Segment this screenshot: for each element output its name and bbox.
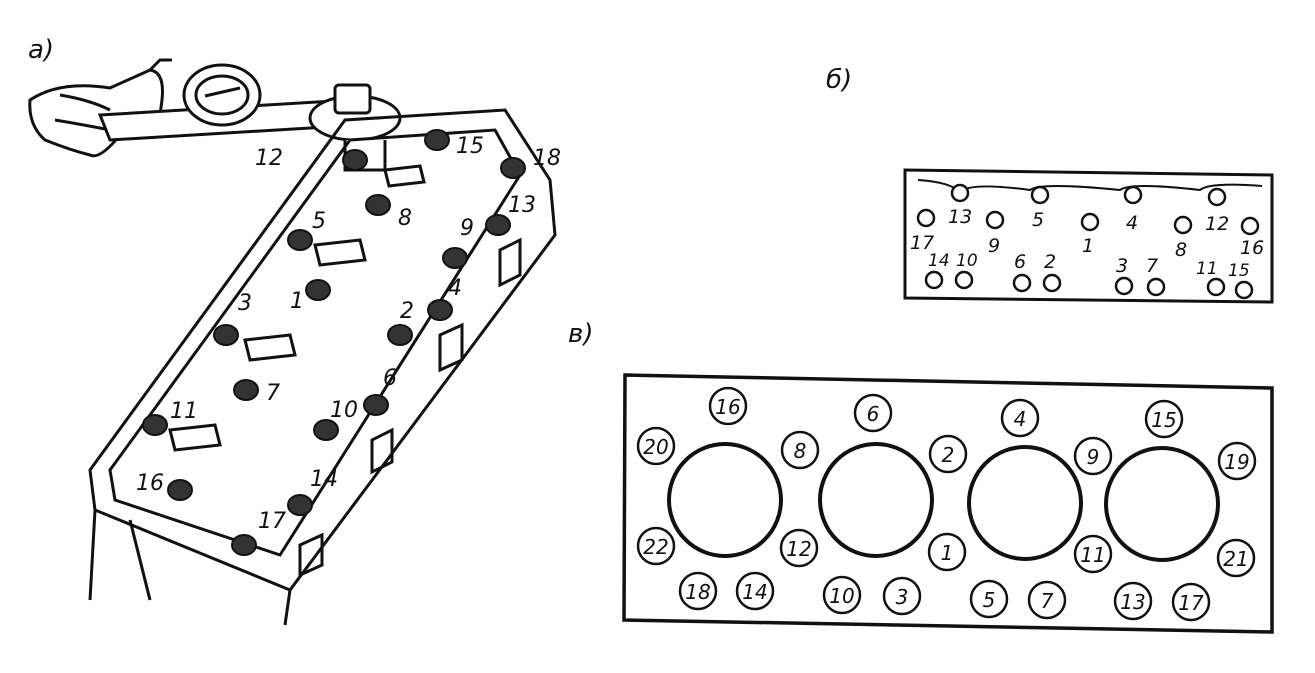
bolt-label: 17 [258, 509, 286, 534]
bolt-label: 12 [255, 146, 283, 171]
hole-label: 6 [1014, 251, 1026, 273]
panel-a-label: а) [28, 35, 54, 65]
circled-number: 18 [685, 580, 710, 604]
circled-number: 13 [1120, 590, 1145, 614]
circled-number: 21 [1223, 547, 1248, 571]
circled-number: 20 [643, 435, 668, 459]
hole-label: 3 [1116, 255, 1128, 277]
panel-b-label: б) [826, 65, 852, 95]
circled-number: 11 [1080, 543, 1105, 567]
panel-a-bolt-labels: 1 2 3 4 5 6 7 8 9 10 11 12 13 14 15 16 1… [136, 134, 561, 534]
circled-number: 17 [1178, 591, 1204, 615]
circled-number: 6 [867, 402, 880, 426]
bolt-label: 5 [312, 209, 326, 234]
bolt-label: 14 [310, 467, 338, 492]
bolt-label: 7 [266, 381, 280, 406]
panel-b-labels: 13 5 4 12 9 1 8 17 16 14 10 6 2 3 7 11 1… [910, 206, 1264, 281]
hand-illustration [28, 58, 172, 158]
hole-label: 8 [1175, 239, 1187, 261]
bolt-label: 4 [448, 276, 462, 301]
cylinder-head-outline [88, 108, 557, 626]
hole-label: 13 [948, 206, 972, 228]
hole-label: 16 [1240, 237, 1264, 259]
bolt-label: 15 [456, 134, 484, 159]
panel-c-label: в) [568, 319, 593, 349]
circled-number: 15 [1151, 408, 1176, 432]
circled-number: 22 [643, 535, 668, 559]
circled-number: 14 [742, 580, 767, 604]
circled-number: 12 [786, 537, 811, 561]
circled-number: 3 [896, 585, 909, 609]
bolt-label: 3 [238, 291, 252, 316]
circled-number: 19 [1224, 450, 1249, 474]
hole-label: 12 [1205, 213, 1229, 235]
panel-a: а) [28, 35, 561, 626]
hole-label: 1 [1082, 235, 1094, 257]
bolt-label: 6 [383, 366, 397, 391]
hole-label: 4 [1126, 212, 1138, 234]
bolt-label: 16 [136, 471, 164, 496]
hole-label: 10 [956, 251, 978, 271]
bolt-label: 2 [400, 299, 414, 324]
circled-number-group [636, 386, 1257, 622]
bolt-label: 11 [170, 399, 198, 424]
hole-label: 9 [988, 235, 1000, 257]
panel-c: в) 16 6 4 15 20 8 2 9 19 22 12 1 [568, 319, 1274, 634]
plate-b-outline [903, 168, 1274, 304]
circled-number: 10 [829, 584, 854, 608]
gasket-outline [622, 373, 1274, 634]
hole-label: 15 [1228, 261, 1250, 281]
bolt-label: 18 [533, 146, 561, 171]
bolt-label: 1 [290, 289, 304, 314]
circled-number: 5 [983, 588, 996, 612]
bolts [142, 129, 526, 556]
hole-label: 11 [1196, 259, 1218, 279]
bolt-label: 13 [508, 193, 536, 218]
bolt-label: 9 [460, 216, 474, 241]
gasket-number-labels: 16 6 4 15 20 8 2 9 19 22 12 1 11 21 18 1… [643, 395, 1249, 615]
panel-b: б) 13 5 4 12 9 1 8 17 16 14 10 6 2 3 7 1… [826, 65, 1274, 304]
hole-label: 7 [1146, 255, 1158, 277]
hole-label: 14 [928, 251, 950, 271]
hole-label: 2 [1044, 251, 1056, 273]
hole-label: 17 [910, 232, 934, 254]
circled-number: 7 [1041, 589, 1054, 613]
circled-number: 1 [941, 541, 954, 565]
cylinder-bores [667, 442, 1220, 562]
circled-number: 9 [1087, 445, 1100, 469]
bolt-label: 8 [398, 206, 412, 231]
circled-number: 16 [715, 395, 740, 419]
circled-number: 2 [942, 443, 955, 467]
circled-number: 4 [1014, 407, 1027, 431]
plate-b-holes [916, 183, 1260, 300]
hole-label: 5 [1032, 209, 1044, 231]
bolt-label: 10 [330, 398, 358, 423]
circled-number: 8 [794, 439, 807, 463]
